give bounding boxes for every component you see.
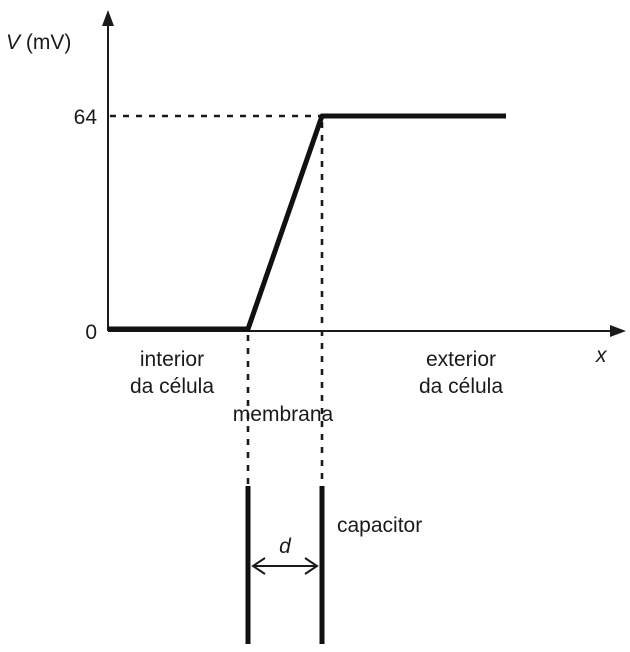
x-axis-label: x xyxy=(595,344,608,367)
potential-profile-curve xyxy=(108,113,506,332)
gap-label: d xyxy=(279,535,292,558)
capacitor-label: capacitor xyxy=(337,514,422,537)
interior-label-line1: interior xyxy=(140,348,204,371)
y-axis-label: V (mV) xyxy=(6,31,71,54)
x-axis-arrowhead xyxy=(610,325,626,337)
exterior-label-line1: exterior xyxy=(426,348,496,371)
gap-arrowhead-left xyxy=(251,557,266,575)
y-axis-arrowhead xyxy=(102,10,114,26)
y-axis-variable: V xyxy=(6,31,22,54)
y-axis-unit: (mV) xyxy=(20,31,71,54)
membrane-label: membrana xyxy=(233,403,334,426)
y-tick-64: 64 xyxy=(74,106,98,129)
interior-label-line2: da célula xyxy=(130,375,214,398)
exterior-label-line2: da célula xyxy=(419,375,503,398)
y-tick-0: 0 xyxy=(85,321,97,344)
gap-arrowhead-right xyxy=(304,557,319,575)
